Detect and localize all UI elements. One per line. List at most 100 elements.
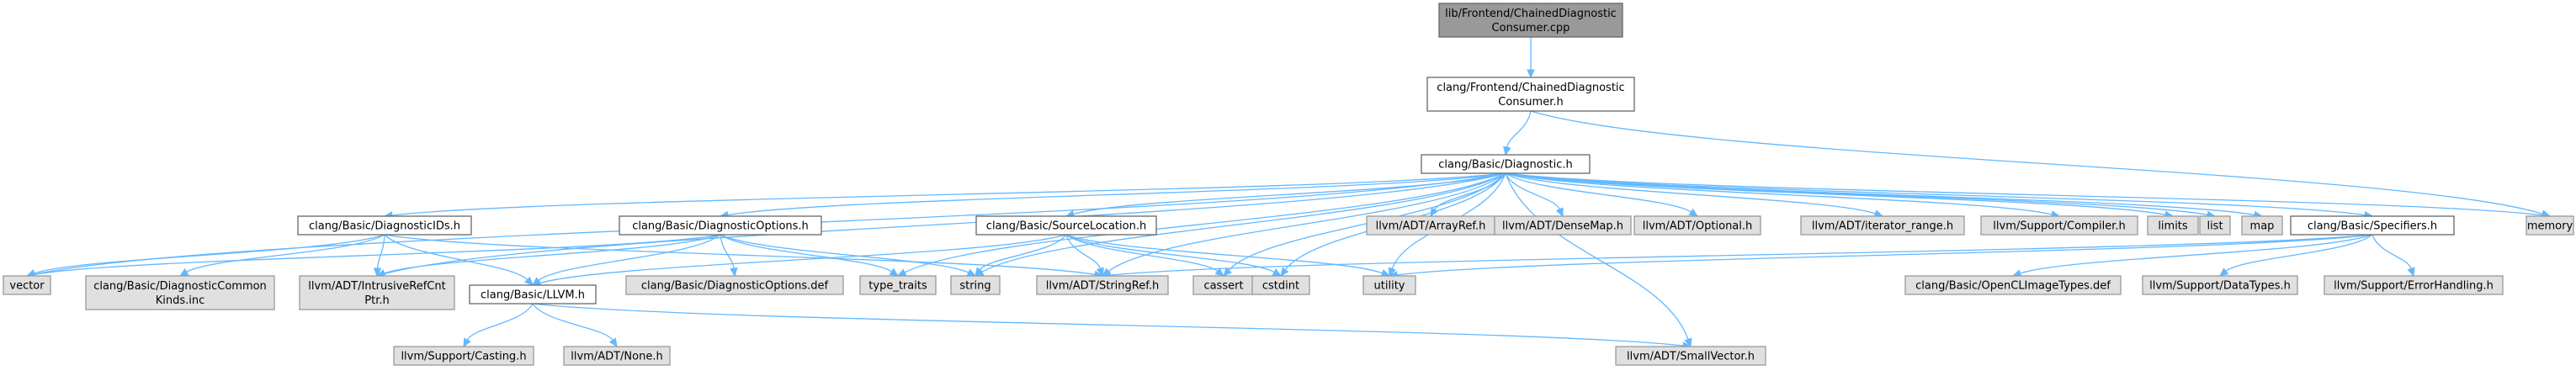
edge-line xyxy=(376,234,385,269)
node-label: cstdint xyxy=(1262,280,1299,293)
node-casting[interactable]: llvm/Support/Casting.h xyxy=(393,346,534,366)
edge-diag-h-to-specifiers-h xyxy=(1505,172,2374,220)
edge-arrowhead xyxy=(373,267,382,278)
node-box xyxy=(859,275,937,295)
node-openclimg[interactable]: clang/Basic/OpenCLImageTypes.def xyxy=(1904,275,2122,295)
edge-specifiers-h-to-errorhandling xyxy=(2372,234,2415,278)
node-label: cassert xyxy=(1203,280,1243,293)
node-label: clang/Basic/LLVM.h xyxy=(481,289,585,302)
node-label: list xyxy=(2207,220,2223,233)
edge-srcloc-h-to-cassert xyxy=(1065,234,1224,277)
edge-diag-h-to-diagopts-h xyxy=(719,172,1506,220)
edge-arrowhead xyxy=(2219,267,2229,277)
node-label: llvm/ADT/None.h xyxy=(571,351,662,363)
node-label: map xyxy=(2250,220,2275,233)
node-datatypes[interactable]: llvm/Support/DataTypes.h xyxy=(2142,275,2298,295)
edge-line xyxy=(1107,172,1506,273)
node-label: type_traits xyxy=(868,280,927,293)
node-label: lib/Frontend/ChainedDiagnostic xyxy=(1445,8,1617,20)
node-cassert[interactable]: cassert xyxy=(1192,275,1255,295)
node-label: llvm/Support/ErrorHandling.h xyxy=(2334,280,2494,293)
node-arrayref[interactable]: llvm/ADT/ArrayRef.h xyxy=(1366,215,1495,236)
edge-diag-h-to-cassert xyxy=(1223,172,1506,277)
node-utility[interactable]: utility xyxy=(1362,275,1416,295)
node-vector[interactable]: vector xyxy=(3,275,51,295)
edge-diagids-h-to-llvm-h xyxy=(384,234,534,286)
node-box xyxy=(619,215,822,236)
edge-arrowhead xyxy=(1214,267,1224,277)
node-box xyxy=(625,275,844,295)
edge-line xyxy=(34,234,385,274)
node-none[interactable]: llvm/ADT/None.h xyxy=(563,346,671,366)
edge-llvm-h-to-smallvector xyxy=(532,303,1692,350)
node-box xyxy=(2199,215,2231,236)
node-diagids-h[interactable]: clang/Basic/DiagnosticIDs.h xyxy=(297,215,472,236)
edge-line xyxy=(727,172,1506,216)
node-label: clang/Frontend/ChainedDiagnostic xyxy=(1437,82,1624,94)
node-box xyxy=(1426,77,1635,112)
node-label: llvm/ADT/Optional.h xyxy=(1643,220,1753,233)
node-box xyxy=(2526,215,2574,236)
edge-arrowhead xyxy=(608,337,618,348)
node-label: llvm/ADT/SmallVector.h xyxy=(1627,351,1755,363)
node-box xyxy=(2290,215,2455,236)
edge-line xyxy=(384,234,721,274)
edge-line xyxy=(2225,234,2373,272)
node-compiler[interactable]: llvm/Support/Compiler.h xyxy=(1980,215,2138,236)
edge-llvm-h-to-casting xyxy=(463,303,534,348)
node-label: clang/Basic/DiagnosticOptions.def xyxy=(641,280,829,293)
node-srcloc-h[interactable]: clang/Basic/SourceLocation.h xyxy=(975,215,1157,236)
node-optional[interactable]: llvm/ADT/Optional.h xyxy=(1633,215,1761,236)
node-diag-h[interactable]: clang/Basic/Diagnostic.h xyxy=(1421,154,1591,174)
edge-arrowhead xyxy=(1096,267,1104,278)
edge-line xyxy=(1505,172,1692,213)
edge-line xyxy=(384,172,1506,275)
node-cdc-cpp[interactable]: lib/Frontend/ChainedDiagnosticConsumer.c… xyxy=(1438,3,1623,38)
node-box xyxy=(1800,215,1965,236)
node-box xyxy=(1494,215,1632,236)
edge-line xyxy=(1065,234,1102,269)
node-list[interactable]: list xyxy=(2199,215,2231,236)
node-label: llvm/Support/DataTypes.h xyxy=(2149,280,2291,293)
node-typetraits[interactable]: type_traits xyxy=(859,275,937,295)
node-diagopts-h[interactable]: clang/Basic/DiagnosticOptions.h xyxy=(619,215,822,236)
node-label: clang/Basic/DiagnosticOptions.h xyxy=(632,220,809,233)
edge-line xyxy=(1505,172,1876,214)
edge-line xyxy=(720,234,969,273)
edge-arrowhead xyxy=(1280,267,1289,277)
node-box xyxy=(975,215,1157,236)
edge-line xyxy=(532,303,613,341)
node-map[interactable]: map xyxy=(2241,215,2283,236)
node-iterrange[interactable]: llvm/ADT/iterator_range.h xyxy=(1800,215,1965,236)
node-smallvector[interactable]: llvm/ADT/SmallVector.h xyxy=(1615,346,1766,366)
node-limits[interactable]: limits xyxy=(2147,215,2199,236)
node-label: string xyxy=(959,280,991,293)
node-box xyxy=(2147,215,2199,236)
edge-arrowhead xyxy=(523,276,534,286)
node-errorhandling[interactable]: llvm/Support/ErrorHandling.h xyxy=(2324,275,2504,295)
node-box xyxy=(2241,215,2283,236)
edge-arrowhead xyxy=(896,268,907,277)
node-string[interactable]: string xyxy=(950,275,1001,295)
edge-line xyxy=(1228,172,1506,271)
edge-line xyxy=(391,172,1506,216)
node-cdc-h[interactable]: clang/Frontend/ChainedDiagnosticConsumer… xyxy=(1426,77,1635,112)
node-specifiers-h[interactable]: clang/Basic/Specifiers.h xyxy=(2290,215,2455,236)
node-box xyxy=(1904,275,2122,295)
node-diagoptsdef[interactable]: clang/Basic/DiagnosticOptions.def xyxy=(625,275,844,295)
edge-line xyxy=(2372,234,2412,269)
edge-line xyxy=(1506,110,1532,148)
edge-line xyxy=(1505,172,2366,216)
node-stringref[interactable]: llvm/ADT/StringRef.h xyxy=(1036,275,1169,295)
node-cstdint[interactable]: cstdint xyxy=(1251,275,1310,295)
nodes-layer: lib/Frontend/ChainedDiagnosticConsumer.c… xyxy=(3,3,2574,366)
node-box xyxy=(85,275,275,310)
node-memory[interactable]: memory xyxy=(2526,215,2574,236)
node-label: llvm/Support/Compiler.h xyxy=(1993,220,2125,233)
node-label: clang/Basic/DiagnosticIDs.h xyxy=(309,220,460,233)
node-densemap[interactable]: llvm/ADT/DenseMap.h xyxy=(1494,215,1632,236)
node-llvm-h[interactable]: clang/Basic/LLVM.h xyxy=(469,284,597,305)
